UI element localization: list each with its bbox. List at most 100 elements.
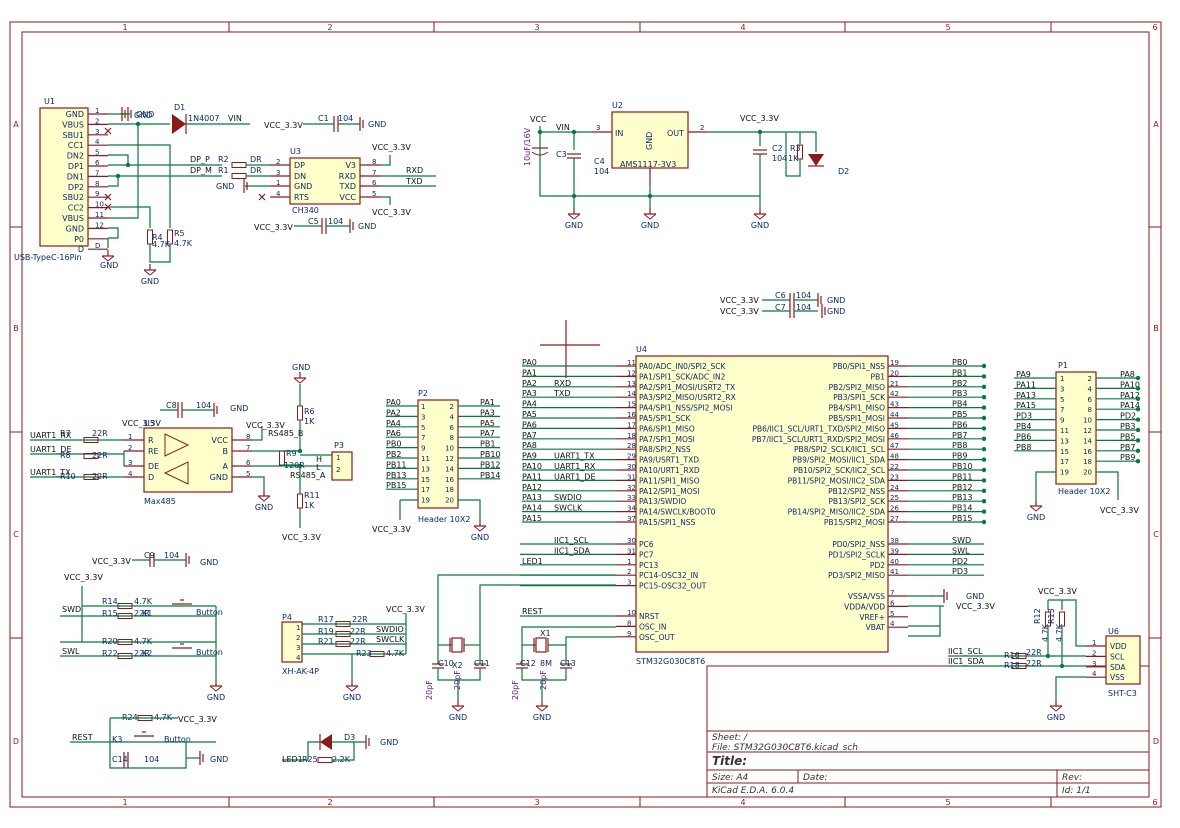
r17-ref: R17 xyxy=(318,615,334,624)
gnd-icon xyxy=(451,705,465,712)
wire xyxy=(908,625,941,637)
net-label: PA5 xyxy=(522,410,537,419)
net-label: PA9 xyxy=(1016,370,1031,379)
frame-row-label: A xyxy=(1153,120,1159,129)
k3-ref: K3 xyxy=(112,735,122,744)
p1-pin-num: 20 xyxy=(1083,469,1092,477)
gnd-label: GND xyxy=(358,222,376,231)
mcu-pin-name: PA9/USRT1_TXD xyxy=(639,456,699,465)
wire xyxy=(1035,471,1056,500)
gnd-label: GND xyxy=(216,182,234,191)
c7-ref: C7 xyxy=(775,303,786,312)
diode-d1-icon xyxy=(172,114,186,134)
mcu-pin-name: PC7 xyxy=(639,550,654,559)
r9-ref: R9 xyxy=(286,449,297,458)
frame-col-label: 1 xyxy=(122,798,127,807)
gnd-icon xyxy=(753,213,767,220)
net-label: PB13 xyxy=(386,471,407,480)
net-label: RS485_B xyxy=(268,429,303,438)
wire xyxy=(380,196,391,205)
c8-value: 104 xyxy=(196,401,211,410)
vcc-label: VCC_3.3V xyxy=(372,525,411,534)
gnd-icon xyxy=(567,213,581,220)
mcu-pin-name: PB6/IIC1_SCL/URT1_TXD/SPI2_MISO xyxy=(753,424,886,433)
mcu-pin-num: 39 xyxy=(890,547,899,555)
net-label: PB10 xyxy=(952,462,973,471)
mcu-pin-num: 9 xyxy=(627,630,631,638)
title-id: Id: 1/1 xyxy=(1062,786,1091,796)
net-label: PA1 xyxy=(480,398,495,407)
net-rest: REST xyxy=(72,733,93,742)
r4-value: 4.7K xyxy=(152,240,171,249)
net-vin: VIN xyxy=(556,123,570,132)
title-rev: Rev: xyxy=(1062,773,1082,783)
mcu-pin-name: PA0/ADC_IN0/SPI2_SCK xyxy=(639,362,727,371)
mcu-pin-num: 25 xyxy=(890,494,899,502)
net-label: L xyxy=(316,463,321,472)
mcu-pin-num: 23 xyxy=(890,473,899,481)
no-connect xyxy=(104,127,112,135)
sht-value: SHT-C3 xyxy=(1108,689,1137,698)
net-label: PD3 xyxy=(952,567,968,576)
gnd-icon xyxy=(101,255,115,262)
mcu-pin-num: 5 xyxy=(890,610,894,618)
sht-pin-num: 3 xyxy=(1092,660,1096,668)
ch340-ref: U3 xyxy=(290,147,301,156)
net-label: PB8 xyxy=(952,441,967,450)
resistor-body xyxy=(1011,663,1027,669)
junction xyxy=(981,436,987,441)
p2-pin-num: 12 xyxy=(445,455,454,463)
p2-pin-num: 7 xyxy=(421,434,425,442)
frame-row-label: B xyxy=(1153,324,1159,333)
max485-ref: U5 xyxy=(144,419,155,428)
title-date: Date: xyxy=(803,773,828,783)
frame-col-label: 3 xyxy=(534,23,539,32)
k2-ref: K2 xyxy=(142,649,152,658)
max485-pin-num: 8 xyxy=(246,433,250,441)
usb-pin-name: GND xyxy=(66,110,84,119)
max485-pin: RE xyxy=(148,447,159,456)
mcu-pin-num: 2 xyxy=(627,568,631,576)
wire xyxy=(1096,471,1119,500)
mcu-pin-name: PB10/SPI2_SCK/IIC2_SCL xyxy=(793,466,885,475)
gnd-label: GND xyxy=(380,738,398,747)
mcu-pin-name: PB9/SPI2_MOSI/IIC1_SDA xyxy=(792,456,885,465)
mcu-pin-name: PB11/SPI2_MOSI/IIC2_SDA xyxy=(788,476,886,485)
mcu-pin-name: PA14/SWCLK/BOOT0 xyxy=(639,508,716,517)
mcu-pin-num: 16 xyxy=(627,411,636,419)
junction xyxy=(1059,663,1065,669)
gnd-label: GND xyxy=(292,363,310,372)
frame-col-label: 6 xyxy=(1152,798,1157,807)
junction xyxy=(1135,386,1141,391)
mcu-pin-name: PA3/SPI2_MISO/USRT2_RX xyxy=(639,393,736,402)
net-label: UART1_DE xyxy=(30,445,72,454)
vcc-label: VCC_3.3V xyxy=(956,602,995,611)
usb-pin-num: 9 xyxy=(95,190,99,198)
usb-pin-num: 11 xyxy=(95,211,104,219)
x1-value: 8M xyxy=(540,659,552,668)
wire-osc-in xyxy=(521,626,616,664)
junction xyxy=(981,363,987,369)
p4-pin-num: 4 xyxy=(296,654,301,662)
mcu-pin-num: 11 xyxy=(627,359,636,367)
resistor-body xyxy=(297,493,303,509)
mcu-pin-num: 10 xyxy=(627,609,636,617)
wire xyxy=(109,742,187,769)
title-file: File: STM32G030C8T6.kicad_sch xyxy=(712,743,858,753)
net-label: PB14 xyxy=(480,471,501,480)
c11-ref: C11 xyxy=(474,659,490,668)
net-label: PB15 xyxy=(386,481,407,490)
mcu-stm32 xyxy=(635,355,889,653)
gnd-label: GND xyxy=(100,261,118,270)
p3-ref: P3 xyxy=(334,441,344,450)
resistor-body xyxy=(297,405,303,421)
mcu-pin-name: PC14-OSC32_IN xyxy=(639,571,698,580)
ams-pin-num: 2 xyxy=(700,124,704,132)
frame-col-label: 2 xyxy=(327,798,332,807)
mcu-pin-num: 48 xyxy=(890,453,899,461)
usb-pin-num: 7 xyxy=(95,169,99,177)
max485-pin-num: 1 xyxy=(128,433,132,441)
vcc-label: VCC_3.3V xyxy=(720,296,759,305)
net-swd: SWD xyxy=(62,605,81,614)
max485-pin: A xyxy=(223,462,229,471)
